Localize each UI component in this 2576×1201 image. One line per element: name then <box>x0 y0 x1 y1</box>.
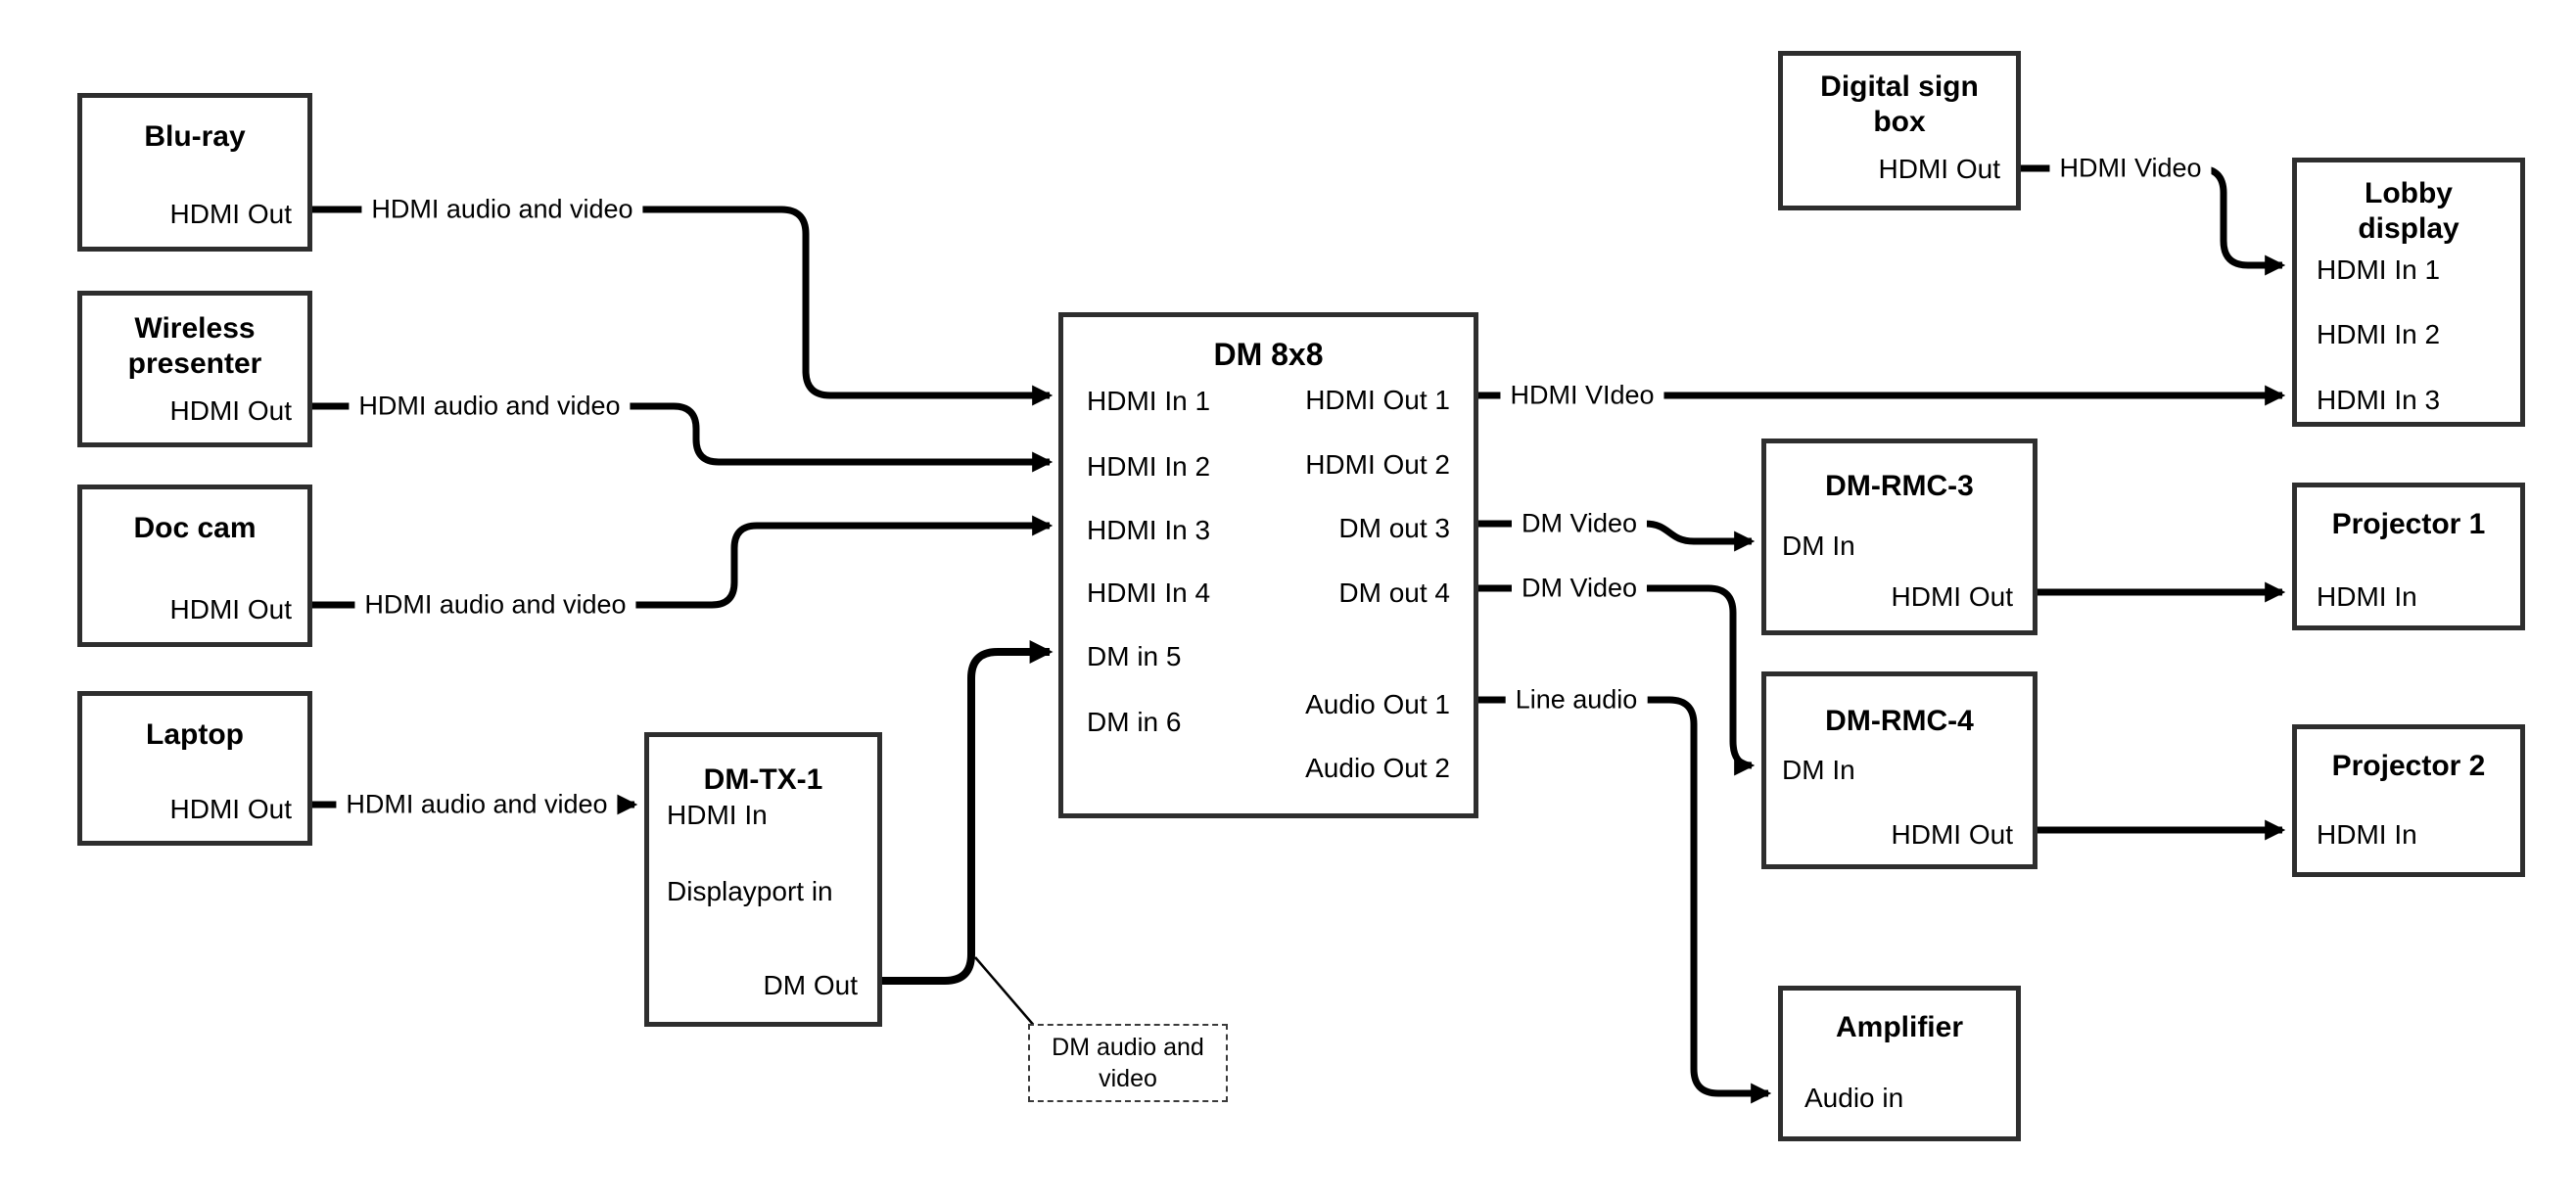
port-hdmi-out: HDMI Out <box>169 594 292 624</box>
port-dm-in: DM In <box>1782 755 1855 785</box>
wire-label-dm-out3: DM Video <box>1511 506 1648 541</box>
node-title: Projector 1 <box>2331 508 2486 540</box>
node-dm-rmc-3: DM-RMC-3 DM In HDMI Out <box>1761 439 2037 635</box>
node-digital-sign-box: Digital sign box HDMI Out <box>1778 51 2021 210</box>
port-dm-in: DM In <box>1782 531 1855 561</box>
annotation-text: DM audio and video <box>1052 1034 1204 1092</box>
port-dm-out-4: DM out 4 <box>1338 577 1450 608</box>
port-displayport-in: Displayport in <box>667 876 833 906</box>
port-audio-in: Audio in <box>1804 1083 1904 1113</box>
node-title: DM-TX-1 <box>703 763 823 796</box>
port-hdmi-in: HDMI In <box>2317 819 2417 850</box>
node-dm-8x8: DM 8x8 HDMI In 1 HDMI In 2 HDMI In 3 HDM… <box>1058 312 1478 818</box>
wire-dmtx1-dmout-to-dm8x8-in5 <box>880 640 1054 985</box>
port-dm-in-5: DM in 5 <box>1087 641 1182 671</box>
node-title: DM 8x8 <box>1213 337 1324 372</box>
port-audio-out-2: Audio Out 2 <box>1305 753 1450 783</box>
wire-label-bluray: HDMI audio and video <box>361 192 643 227</box>
node-title: Wireless presenter <box>127 312 262 380</box>
port-hdmi-in-2: HDMI In 2 <box>1087 451 1211 482</box>
port-dm-in-6: DM in 6 <box>1087 707 1182 737</box>
port-hdmi-in-1: HDMI In 1 <box>1087 386 1211 416</box>
port-hdmi-out: HDMI Out <box>1891 581 2013 612</box>
wire-dm8x8-out4-to-rmc4-dmin <box>1476 584 1756 776</box>
node-lobby-display: Lobby display HDMI In 1 HDMI In 2 HDMI I… <box>2292 158 2525 427</box>
wire-label-wireless: HDMI audio and video <box>349 389 631 424</box>
node-amplifier: Amplifier Audio in <box>1778 986 2021 1141</box>
wire-label-line-audio: Line audio <box>1505 682 1648 717</box>
wire-label-laptop: HDMI audio and video <box>336 787 618 822</box>
port-hdmi-out: HDMI Out <box>1891 819 2013 850</box>
node-bluray: Blu-ray HDMI Out <box>77 93 312 252</box>
port-hdmi-out: HDMI Out <box>1878 154 2000 184</box>
wire-label-hdmi-out1: HDMI VIdeo <box>1500 378 1664 413</box>
annotation-dm-audio-video: DM audio and video <box>1028 1024 1228 1102</box>
node-title: DM-RMC-4 <box>1825 705 1974 737</box>
wire-dm8x8-audioout1-to-amp <box>1476 696 1772 1104</box>
node-title: Digital sign box <box>1820 70 1979 138</box>
node-projector-1: Projector 1 HDMI In <box>2292 483 2525 630</box>
port-hdmi-in-1: HDMI In 1 <box>2317 254 2441 285</box>
port-hdmi-in-3: HDMI In 3 <box>2317 385 2441 415</box>
node-title: Doc cam <box>133 512 257 544</box>
node-title: Projector 2 <box>2331 750 2486 782</box>
node-dm-tx-1: DM-TX-1 HDMI In Displayport in DM Out <box>644 732 882 1027</box>
wire-wireless-to-dm8x8-in2 <box>312 402 1054 473</box>
node-title: DM-RMC-3 <box>1825 470 1974 502</box>
callout-line-dm-audio-video <box>974 956 1037 1029</box>
port-hdmi-in: HDMI In <box>2317 581 2417 612</box>
wire-bluray-to-dm8x8-in1 <box>312 206 1054 406</box>
port-dm-out: DM Out <box>763 970 858 1000</box>
port-hdmi-in: HDMI In <box>667 800 768 830</box>
port-hdmi-out: HDMI Out <box>169 794 292 824</box>
node-dm-rmc-4: DM-RMC-4 DM In HDMI Out <box>1761 671 2037 869</box>
wire-label-digisign: HDMI Video <box>2049 151 2212 186</box>
port-hdmi-out-2: HDMI Out 2 <box>1305 449 1450 480</box>
node-title: Lobby display <box>2358 177 2459 245</box>
wire-doccam-to-dm8x8-in3 <box>312 515 1054 609</box>
port-hdmi-in-2: HDMI In 2 <box>2317 319 2441 349</box>
port-hdmi-out-1: HDMI Out 1 <box>1305 385 1450 415</box>
port-hdmi-out: HDMI Out <box>169 199 292 229</box>
wire-label-doccam: HDMI audio and video <box>354 587 636 623</box>
node-title: Blu-ray <box>144 120 246 153</box>
port-hdmi-in-4: HDMI In 4 <box>1087 577 1211 608</box>
wire-label-dm-out4: DM Video <box>1511 571 1648 606</box>
node-projector-2: Projector 2 HDMI In <box>2292 724 2525 877</box>
node-title: Laptop <box>146 718 244 751</box>
node-title: Amplifier <box>1835 1011 1964 1043</box>
port-hdmi-out: HDMI Out <box>169 395 292 426</box>
node-wireless-presenter: Wireless presenter HDMI Out <box>77 291 312 447</box>
port-audio-out-1: Audio Out 1 <box>1305 689 1450 719</box>
port-hdmi-in-3: HDMI In 3 <box>1087 515 1211 545</box>
node-doc-cam: Doc cam HDMI Out <box>77 485 312 647</box>
port-dm-out-3: DM out 3 <box>1338 513 1450 543</box>
node-laptop: Laptop HDMI Out <box>77 691 312 846</box>
